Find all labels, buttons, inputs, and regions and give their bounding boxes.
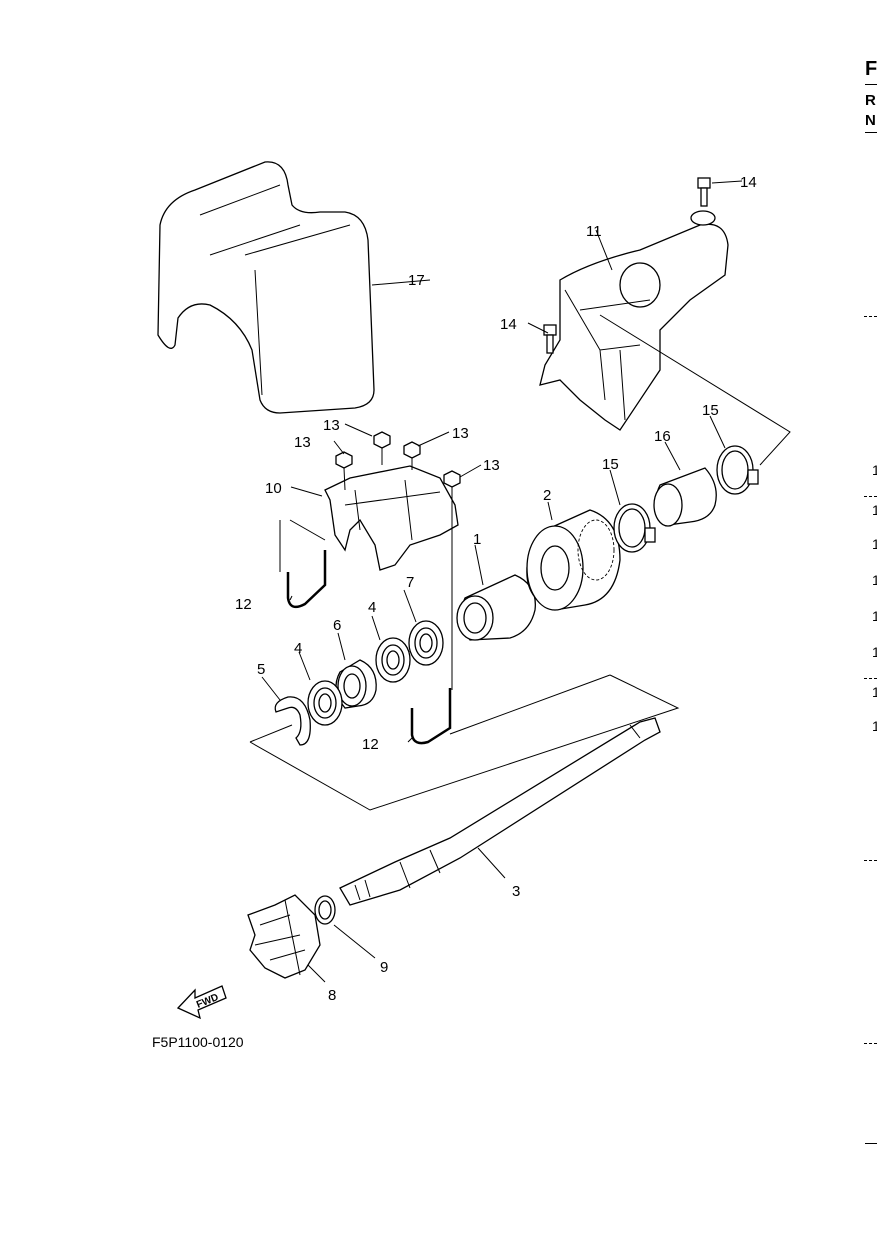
part-5-circlip (274, 696, 311, 746)
edge-rule (865, 84, 877, 85)
callout-12-upper: 12 (235, 596, 252, 613)
part-14-bolts (543, 177, 711, 354)
callout-17: 17 (408, 272, 425, 289)
callout-16: 16 (654, 428, 671, 445)
callout-5: 5 (257, 661, 265, 678)
fwd-label: FWD (195, 992, 220, 1011)
edge-number: 1 (872, 572, 877, 588)
part-13-nuts (335, 431, 461, 690)
callout-8: 8 (328, 987, 336, 1004)
part-16-collar (653, 467, 717, 527)
part-3-shaft (339, 717, 661, 906)
edge-divider (864, 496, 877, 497)
callout-labels: 1 2 3 4 4 5 6 7 8 9 10 11 12 12 13 13 13… (235, 174, 757, 1004)
edge-number: 1 (872, 462, 877, 478)
fwd-arrow-icon: FWD (176, 985, 227, 1020)
edge-number: 1 (872, 644, 877, 660)
leader-lines (249, 180, 791, 983)
callout-13-a: 13 (294, 434, 311, 451)
edge-divider (864, 860, 877, 861)
callout-9: 9 (380, 959, 388, 976)
edge-divider (864, 678, 877, 679)
edge-letter-r: R (865, 92, 876, 109)
part-15-clamp-lower (613, 503, 656, 553)
part-7-seal (408, 620, 444, 666)
callout-3: 3 (512, 883, 520, 900)
callout-14-top: 14 (740, 174, 757, 191)
callout-4-lower: 4 (294, 640, 302, 657)
part-4-seal-upper (375, 637, 411, 683)
callout-14-left: 14 (500, 316, 517, 333)
callout-13-c: 13 (452, 425, 469, 442)
callout-13-b: 13 (323, 417, 340, 434)
edge-number: 1 (872, 608, 877, 624)
edge-rule (865, 1143, 877, 1144)
part-12-ubolt-lower (410, 688, 452, 745)
edge-letter-n: N (865, 112, 876, 129)
part-4-seal-lower (307, 680, 343, 726)
part-9-washer (314, 895, 336, 925)
part-1-sleeve (456, 574, 536, 641)
part-6-bearing (335, 659, 377, 709)
callout-1: 1 (473, 531, 481, 548)
part-2-mount (526, 509, 621, 611)
edge-rule (865, 132, 877, 133)
edge-divider (864, 316, 877, 317)
callout-7: 7 (406, 574, 414, 591)
part-10-bracket (324, 465, 459, 571)
edge-number: 1 (872, 536, 877, 552)
callout-10: 10 (265, 480, 282, 497)
part-17-cover (157, 161, 375, 414)
callout-15-lower: 15 (602, 456, 619, 473)
part-11-housing (539, 210, 729, 431)
callout-12-lower: 12 (362, 736, 379, 753)
edge-number: 1 (872, 684, 877, 700)
callout-2: 2 (543, 487, 551, 504)
edge-divider (864, 1043, 877, 1044)
edge-number: 1 (872, 502, 877, 518)
callout-6: 6 (333, 617, 341, 634)
edge-letter-f: F (865, 58, 877, 80)
callout-15-upper: 15 (702, 402, 719, 419)
part-8-coupling (247, 894, 321, 979)
part-12-ubolt-upper (286, 550, 327, 609)
callout-11: 11 (586, 223, 602, 240)
diagram-code: F5P1100-0120 (152, 1034, 244, 1050)
callout-4-upper: 4 (368, 599, 376, 616)
callout-13-d: 13 (483, 457, 500, 474)
part-15-clamp-upper (716, 445, 759, 495)
edge-number: 1 (872, 718, 877, 734)
